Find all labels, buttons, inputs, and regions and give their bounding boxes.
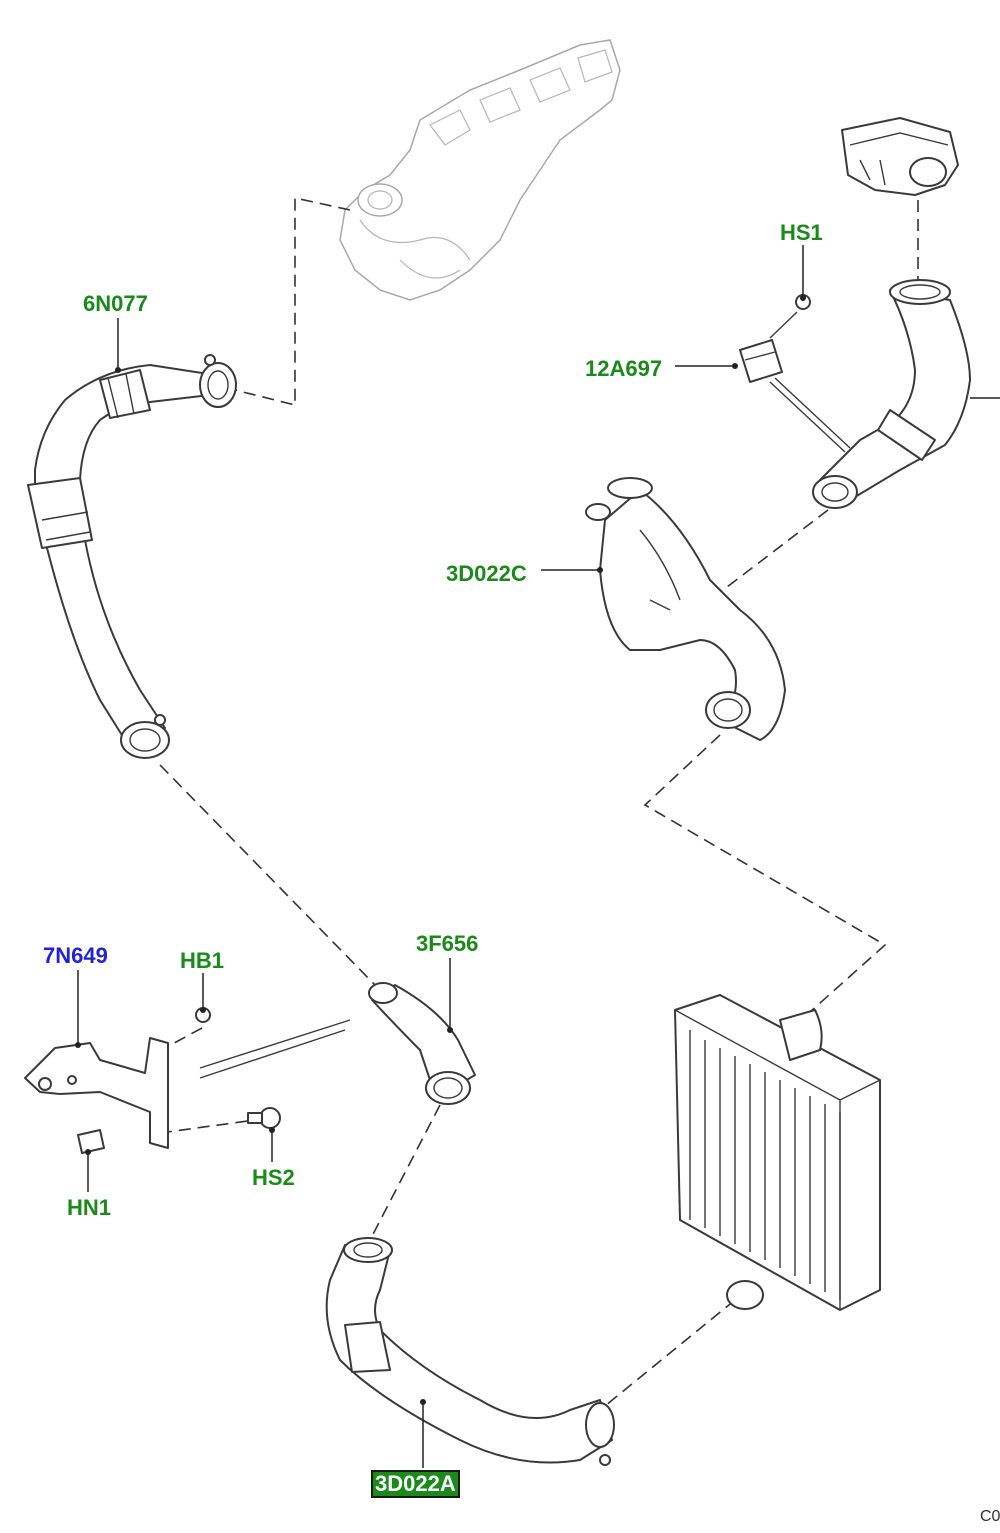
bolt-hs2: [247, 1107, 281, 1129]
label-hb1[interactable]: HB1: [180, 948, 225, 973]
screw-hs1: [769, 294, 811, 339]
label-3d022c[interactable]: 3D022C: [446, 561, 527, 586]
label-12a697[interactable]: 12A697: [585, 356, 663, 381]
turbocharger-manifold-ghost: [339, 39, 621, 301]
hose-throttle-outlet: [812, 279, 1000, 509]
nut-hn1: [77, 1129, 105, 1154]
label-hs1[interactable]: HS1: [780, 220, 823, 245]
label-leaders: [75, 245, 806, 1468]
label-hs2[interactable]: HS2: [252, 1165, 295, 1190]
label-3d022a[interactable]: 3D022A: [369, 1468, 462, 1500]
bracket-7n649: [24, 1019, 351, 1149]
connection-lines: [159, 197, 919, 1411]
hose-3d022c: [585, 477, 786, 741]
label-3f656[interactable]: 3F656: [416, 931, 479, 956]
hose-3d022a: [325, 1237, 615, 1466]
label-hn1[interactable]: HN1: [67, 1195, 112, 1220]
hose-3f656: [368, 982, 476, 1105]
label-7n649[interactable]: 7N649: [43, 943, 108, 968]
intercooler: [674, 994, 881, 1311]
sensor-12a697: [739, 339, 851, 453]
throttle-body: [841, 117, 959, 196]
hose-6n077: [27, 354, 237, 759]
corner-code: C0: [980, 1508, 1000, 1525]
label-6n077[interactable]: 6N077: [83, 291, 148, 316]
